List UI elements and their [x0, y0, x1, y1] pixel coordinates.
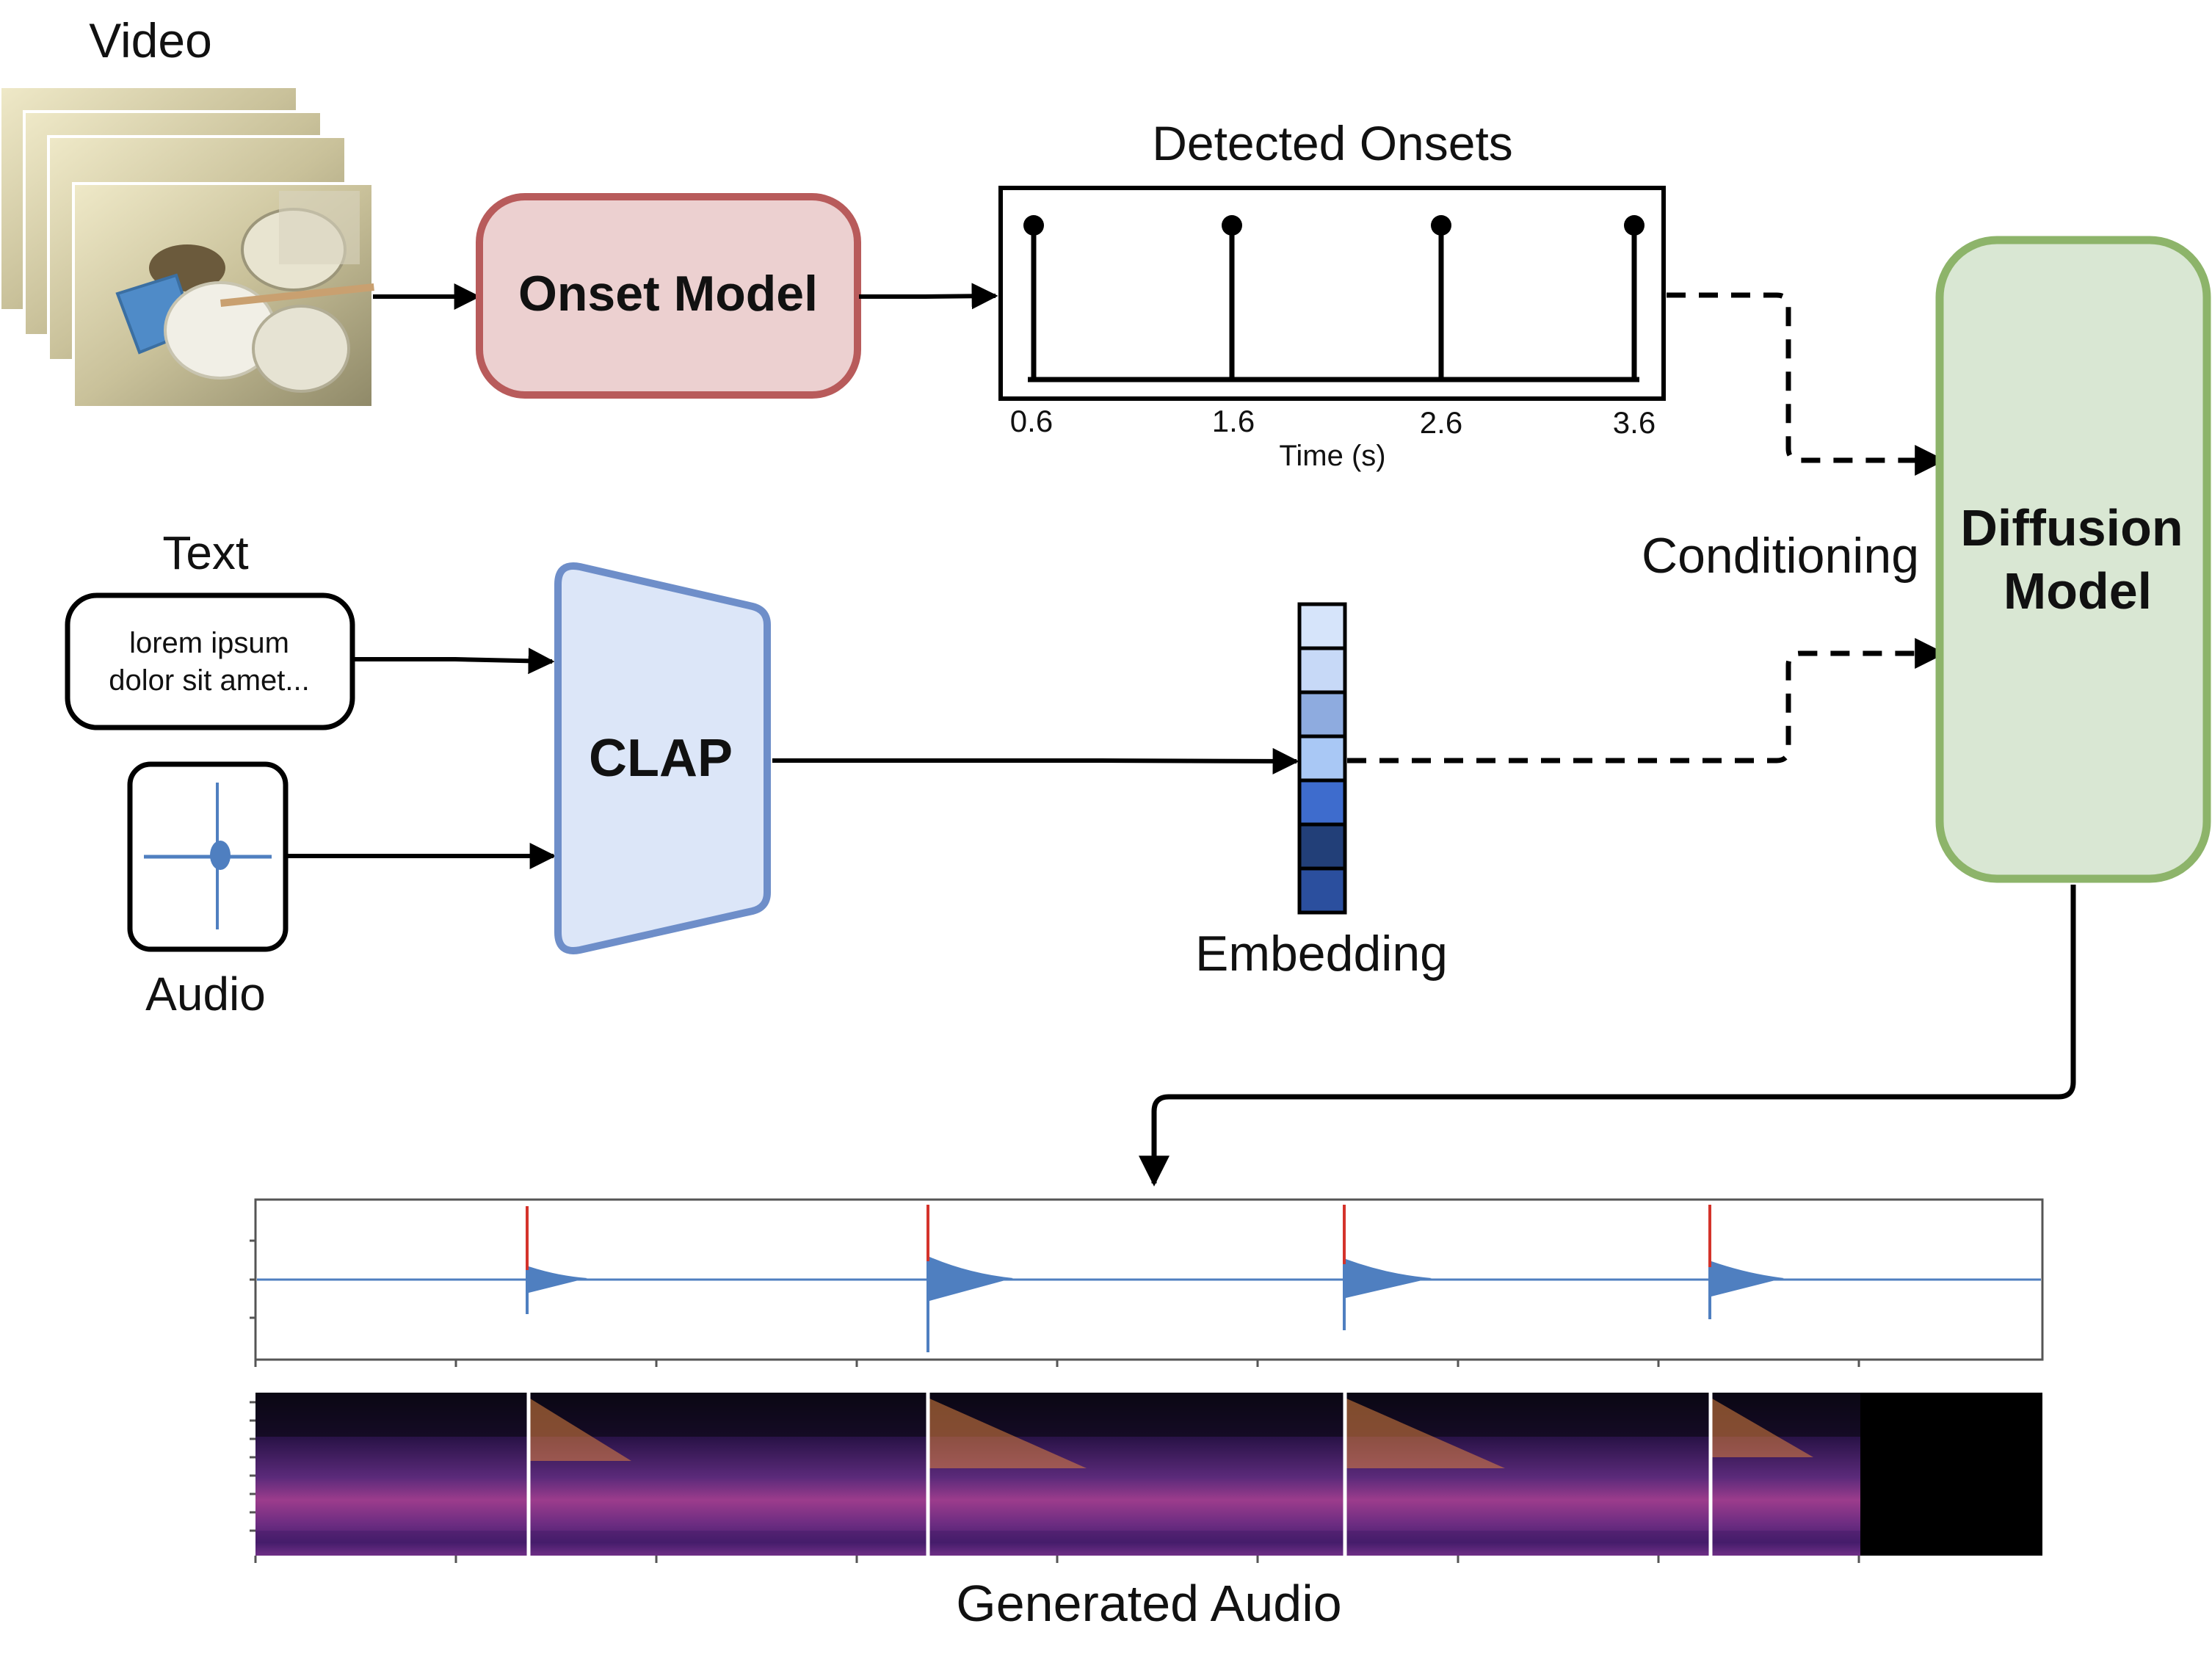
- embedding-vector: [1297, 602, 1347, 915]
- dashed-arrow-onsets-to-diffusion: [1667, 292, 1946, 476]
- text-prompt-line-2: dolor sit amet...: [109, 664, 309, 697]
- embedding-label: Embedding: [1195, 926, 1448, 982]
- diffusion-label-line-1: Diffusion: [1960, 499, 2183, 556]
- waveform-hit-2: [926, 1205, 1013, 1352]
- onset-stems: [1023, 215, 1645, 382]
- video-label: Video: [89, 13, 212, 68]
- time-axis-label: Time (s): [1279, 440, 1385, 472]
- audio-input-waveform: [144, 783, 272, 929]
- detected-onsets-title: Detected Onsets: [1152, 116, 1513, 170]
- text-prompt-line-1: lorem ipsum: [129, 627, 289, 659]
- embedding-cell-6: [1297, 866, 1347, 915]
- spectrogram-x-ticks: [254, 1556, 1860, 1563]
- onset-tick-1: 1.6: [1212, 404, 1255, 438]
- spectrogram-onset-4: [1708, 1393, 1813, 1556]
- spectrogram-onset-3: [1343, 1393, 1505, 1556]
- onset-stem-head-0: [1023, 215, 1044, 236]
- spectrogram-panel: [255, 1393, 2042, 1556]
- onset-plot-frame: [998, 186, 1666, 401]
- waveform-y-ticks: [250, 1239, 255, 1319]
- embedding-cell-5: [1297, 822, 1347, 871]
- dashed-arrow-embedding-to-diffusion: [1347, 638, 1946, 763]
- onset-stem-head-1: [1222, 215, 1242, 236]
- clap-label: CLAP: [589, 729, 733, 788]
- embedding-cell-1: [1297, 646, 1347, 694]
- onset-model-label: Onset Model: [518, 266, 818, 322]
- audio-label: Audio: [145, 968, 266, 1020]
- onset-tick-3: 3.6: [1613, 405, 1656, 440]
- spectrogram-onset-1: [526, 1393, 631, 1556]
- generated-audio-label: Generated Audio: [956, 1575, 1341, 1632]
- text-prompt-box: [65, 592, 355, 730]
- embedding-cell-2: [1297, 690, 1347, 739]
- clap-encoder-shape: [554, 562, 771, 954]
- conditioning-label: Conditioning: [1642, 528, 1919, 584]
- spectrogram-y-ticks: [250, 1401, 255, 1532]
- onset-model-box: [476, 193, 861, 399]
- onset-stem-head-3: [1624, 215, 1645, 236]
- onset-tick-2: 2.6: [1420, 405, 1462, 440]
- diffusion-model-box: [1935, 236, 2211, 883]
- diffusion-label-line-2: Model: [2004, 562, 2152, 620]
- waveform-hit-4: [1708, 1205, 1784, 1319]
- onset-tick-0: 0.6: [1010, 404, 1053, 438]
- onset-stem-head-2: [1431, 215, 1451, 236]
- text-label: Text: [162, 526, 249, 579]
- embedding-cell-3: [1297, 734, 1347, 783]
- video-frames: [0, 85, 374, 409]
- spectrogram-onset-2: [926, 1393, 1087, 1556]
- arrow-text-to-clap: [354, 648, 555, 675]
- video-frame-front: [72, 182, 374, 409]
- waveform-hit-3: [1343, 1205, 1432, 1330]
- waveform-hit-1: [526, 1206, 587, 1314]
- embedding-cell-4: [1297, 778, 1347, 827]
- embedding-cell-0: [1297, 602, 1347, 650]
- arrow-onset-to-plot: [859, 283, 998, 310]
- arrow-diffusion-to-output: [1139, 885, 2076, 1187]
- waveform-x-ticks: [254, 1360, 1860, 1367]
